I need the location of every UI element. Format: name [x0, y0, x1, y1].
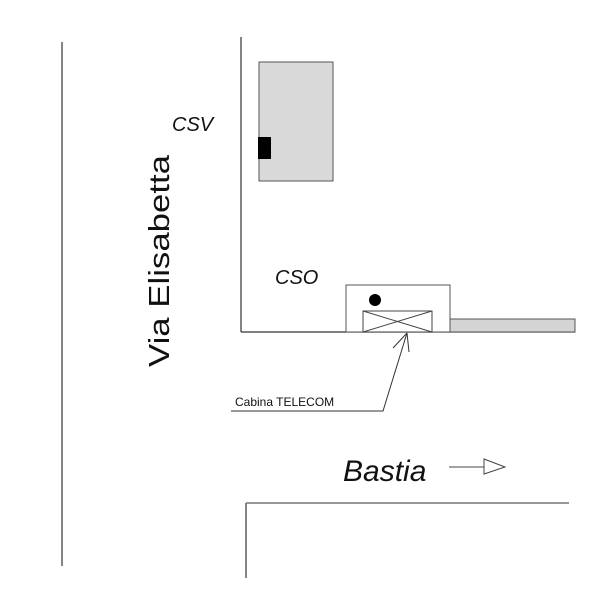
direction-arrow-icon: [449, 458, 507, 475]
csv-label: CSV: [172, 114, 215, 136]
sidewalk-strip: [449, 318, 576, 333]
telecom-cabinet-symbol: [362, 310, 433, 333]
cso-label: CSO: [275, 267, 318, 289]
csv-building: [258, 61, 334, 182]
cso-point-marker: [369, 294, 381, 306]
cabina-leader-arrow: [231, 332, 410, 412]
csv-marker: [258, 137, 271, 159]
direction-label: Bastia: [343, 455, 426, 488]
street-label: Via Elisabetta: [144, 154, 176, 367]
cabina-label: Cabina TELECOM: [235, 395, 334, 409]
